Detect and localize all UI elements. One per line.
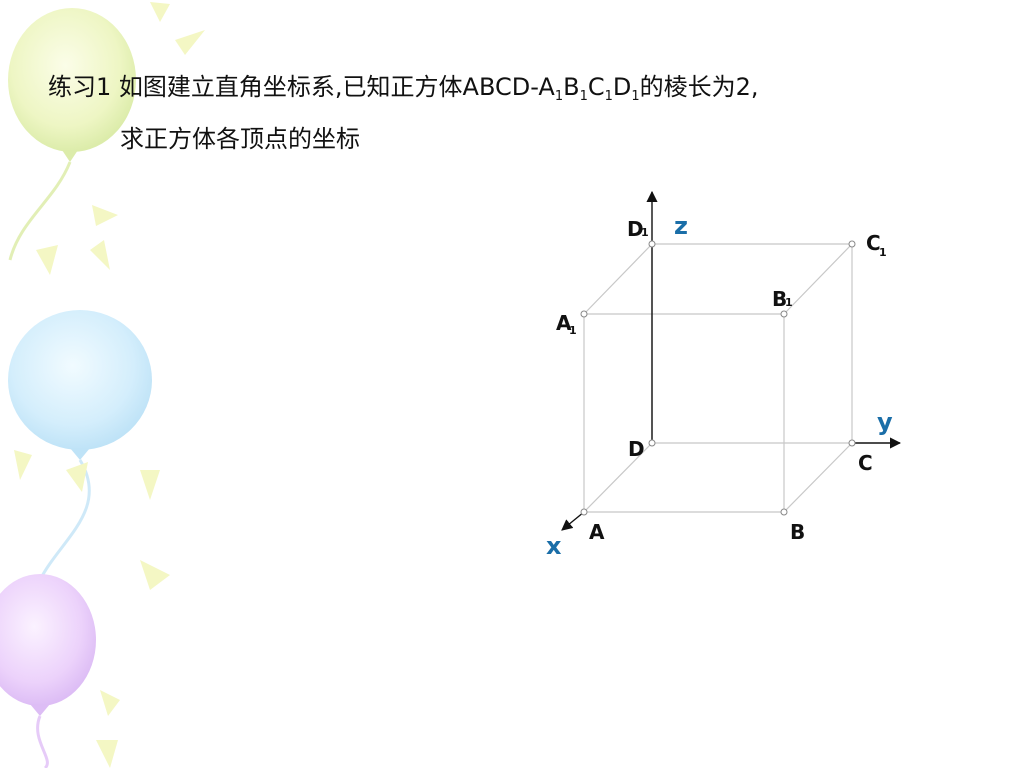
green-balloon (8, 8, 136, 261)
problem-line-2: 求正方体各顶点的坐标 (120, 125, 360, 153)
point-c1 (848, 240, 856, 248)
problem-text-start: 如图建立直角坐标系,已知正方体ABCD-A (118, 73, 555, 101)
subscript: 1 (554, 89, 564, 104)
axis-label-x: x (546, 532, 562, 560)
label-a1-subscript: 1 (569, 324, 577, 337)
subscript: 1 (631, 89, 640, 104)
axis-label-z: z (674, 212, 688, 240)
label-a1: A (556, 311, 572, 335)
problem-letter-d: D (612, 73, 632, 101)
label-b: B (790, 520, 805, 544)
point-b1 (780, 310, 788, 318)
sun-rays (14, 2, 205, 768)
problem-letter-c: C (587, 73, 605, 101)
exercise-label: 练习1 (48, 73, 112, 101)
problem-statement: 练习1 如图建立直角坐标系,已知正方体ABCD-A1B1C1D1的棱长为2, 求… (48, 66, 759, 160)
point-d1 (648, 240, 656, 248)
axis-label-y: y (877, 408, 893, 436)
label-b1: B (772, 287, 787, 311)
blue-balloon (8, 310, 152, 581)
point-a (580, 508, 588, 516)
problem-line-1: 练习1 如图建立直角坐标系,已知正方体ABCD-A1B1C1D1的棱长为2, (48, 66, 759, 118)
coordinate-axes (561, 190, 902, 531)
point-b (780, 508, 788, 516)
label-d1: D (627, 217, 644, 241)
edge-a1-d1 (583, 243, 653, 315)
subscript: 1 (579, 89, 588, 104)
label-c1-subscript: 1 (879, 246, 887, 259)
point-d (648, 439, 656, 447)
edge-b-c (783, 442, 853, 513)
problem-text-end: 的棱长为2, (639, 73, 759, 101)
edge-b1-c1 (783, 243, 853, 315)
point-c (848, 439, 856, 447)
label-b1-subscript: 1 (785, 296, 793, 309)
x-axis (561, 511, 585, 531)
label-a: A (589, 520, 605, 544)
subscript: 1 (604, 89, 613, 104)
edge-a-d (583, 442, 653, 513)
cube-coordinate-diagram: A B C D A 1 B 1 C 1 D 1 z y x (546, 190, 902, 560)
problem-letter-b: B (563, 73, 580, 101)
label-c1: C (866, 231, 881, 255)
label-d1-subscript: 1 (641, 226, 649, 239)
label-d: D (628, 437, 645, 461)
label-c: C (858, 451, 873, 475)
point-a1 (580, 310, 588, 318)
purple-balloon (0, 574, 96, 768)
cube-edges (583, 243, 853, 513)
vertex-points (580, 240, 856, 516)
